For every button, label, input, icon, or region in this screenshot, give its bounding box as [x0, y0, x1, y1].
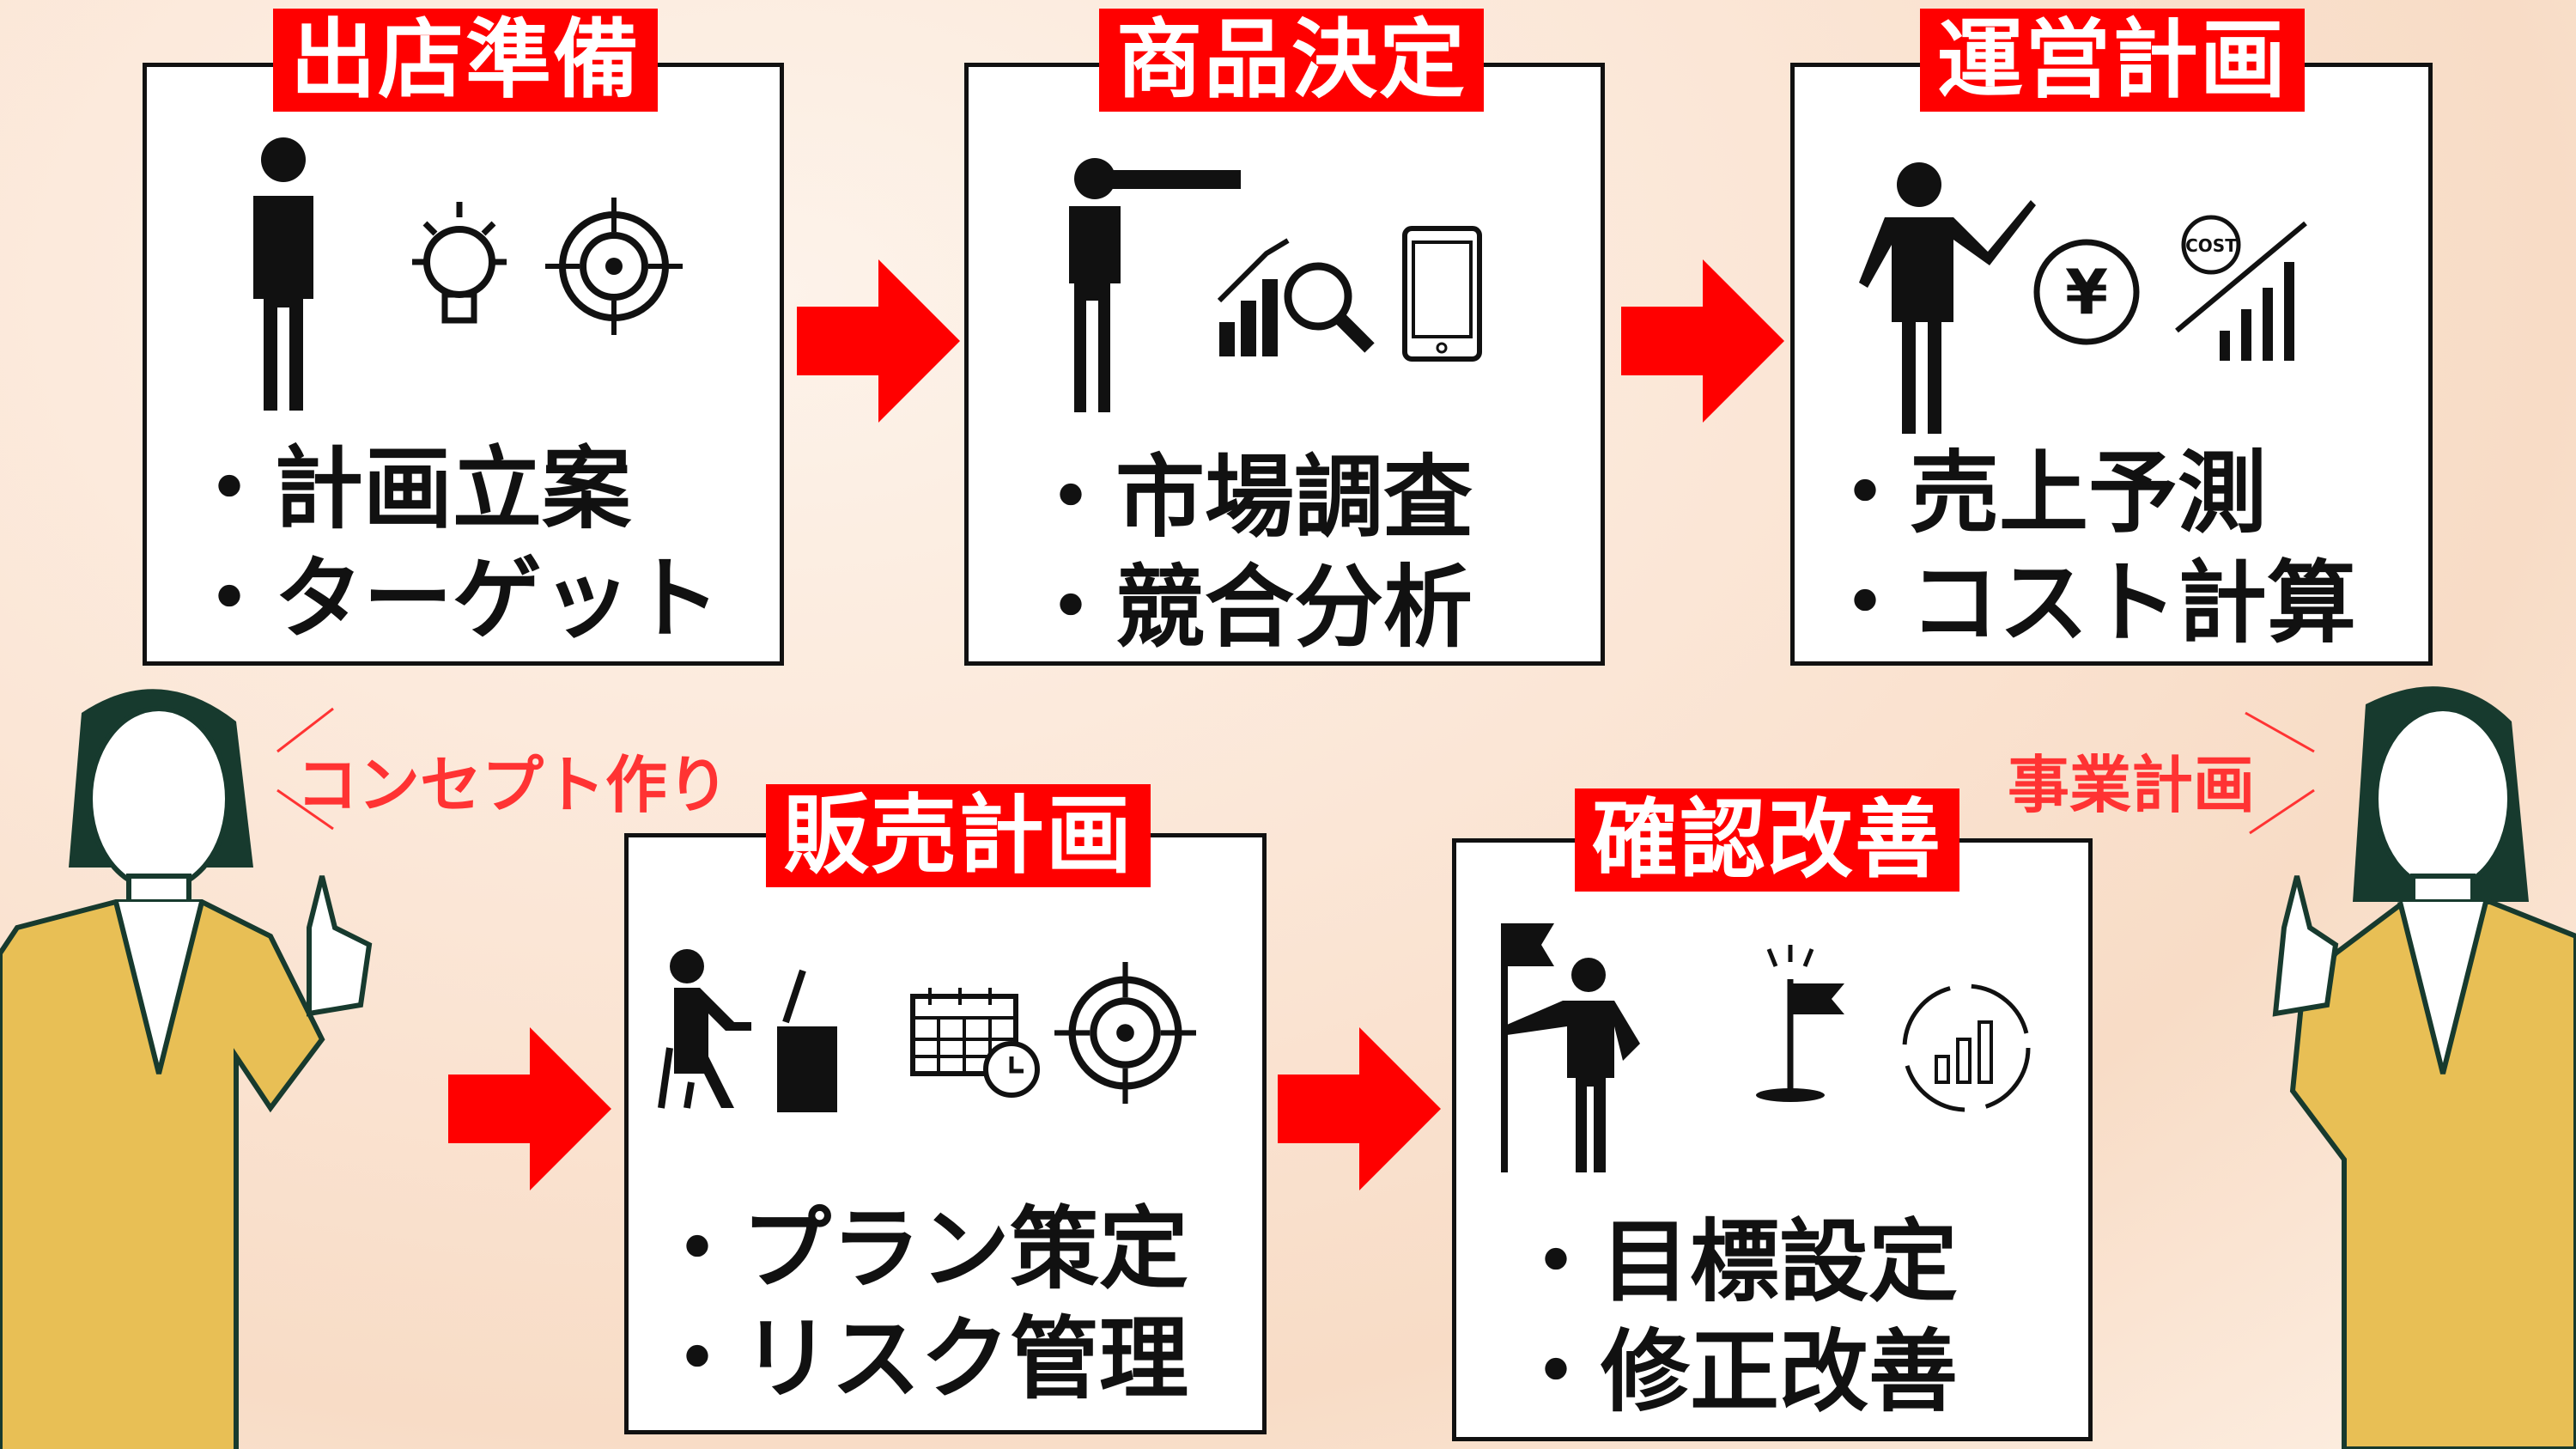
step-bullets-2: ・市場調査・競合分析 [1026, 442, 1473, 662]
step-title-4: 販売計画 [766, 784, 1151, 887]
bullet: ・目標設定 [1511, 1209, 1959, 1314]
bullet: ・計画立案 [185, 436, 632, 541]
arrow-right-icon [797, 259, 960, 423]
presenter-icon [1859, 162, 2036, 434]
businesswoman-right-illustration [2272, 686, 2576, 1449]
step-title-2: 商品決定 [1099, 9, 1484, 112]
flag-person-icon [1501, 923, 1640, 1172]
yen-coin-icon: ¥ [2033, 239, 2140, 345]
yen-symbol: ¥ [2065, 256, 2108, 328]
business-plan-note: 事業計画 [2008, 749, 2256, 821]
step-box-1 [143, 63, 784, 666]
arrow-right-icon [1621, 259, 1784, 423]
bullet: ・競合分析 [1026, 555, 1473, 660]
arrow-right-icon [448, 1027, 611, 1190]
bullet: ・市場調査 [1026, 445, 1473, 550]
step-bullets-4: ・プラン策定・リスク管理 [653, 1194, 1188, 1414]
bullet: ・プラン策定 [653, 1196, 1189, 1301]
desk-worker-icon [658, 949, 837, 1112]
step-box-3 [1790, 63, 2433, 666]
bullet: ・コスト計算 [1820, 551, 2357, 655]
note-bracket-right [2245, 711, 2315, 835]
thinking-person-icon [253, 137, 313, 411]
concept-note: コンセプト作り [296, 749, 730, 821]
arrow-right-icon [1278, 1027, 1441, 1190]
lightbulb-icon [412, 202, 507, 324]
cost-label: COST [2185, 235, 2237, 256]
step-title-5: 確認改善 [1575, 788, 1959, 892]
bullet: ・ターゲット [185, 546, 721, 651]
step-bullets-5: ・目標設定・修正改善 [1511, 1207, 1958, 1427]
step-bullets-3: ・売上予測・コスト計算 [1820, 438, 2356, 658]
growth-cycle-icon [1902, 983, 2031, 1112]
step-title-3: 運営計画 [1920, 9, 2305, 112]
target-icon [1054, 962, 1196, 1104]
step-box-4 [624, 833, 1267, 1434]
step-bullets-1: ・計画立案・ターゲット [185, 434, 720, 654]
step-title-1: 出店準備 [273, 9, 658, 112]
chart-magnifier-icon [1217, 238, 1375, 356]
businesswoman-left-illustration [0, 689, 373, 1449]
bullet: ・修正改善 [1511, 1319, 1959, 1424]
bullet: ・売上予測 [1820, 441, 2268, 545]
note-bracket-left [276, 707, 334, 831]
step-box-2 [964, 63, 1605, 666]
telescope-person-icon [1069, 158, 1241, 412]
step-box-5 [1452, 838, 2093, 1441]
bullet: ・リスク管理 [653, 1306, 1189, 1411]
target-icon [545, 198, 683, 335]
calendar-clock-icon [910, 988, 1040, 1098]
cost-chart-icon: COST [2175, 215, 2307, 361]
smartphone-icon [1402, 226, 1482, 362]
golf-flag-icon [1756, 945, 1844, 1102]
